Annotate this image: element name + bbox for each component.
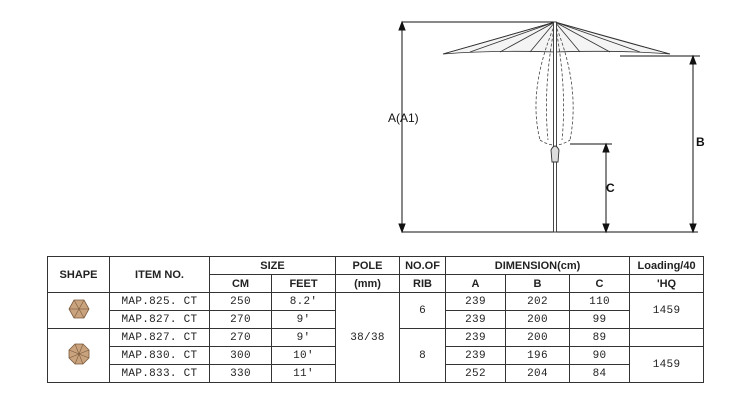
header-dim-a: A	[445, 274, 507, 293]
size-cm: 330	[209, 364, 272, 383]
item-no: MAP.827. CT	[109, 328, 210, 347]
table-row: MAP.825. CT 250 8.2' 38/38 6 239 202 110…	[47, 292, 705, 383]
dimension-c-label: C	[606, 181, 615, 195]
header-size-feet: FEET	[270, 274, 337, 293]
table-row: MAP.830. CT 300 10' 239 196 90 1459	[48, 346, 705, 383]
header-rib: RIB	[399, 274, 447, 293]
item-no: MAP.833. CT	[109, 364, 210, 383]
size-feet: 9'	[270, 328, 337, 347]
dim-b: 200	[505, 310, 571, 329]
header-dim-b: B	[505, 274, 571, 293]
table-row: MAP.833. CT 330 11' 252 204 84	[48, 364, 704, 383]
umbrella-pole	[550, 21, 560, 233]
header-size-cm: CM	[209, 274, 272, 293]
header-shape: SHAPE	[47, 256, 110, 293]
table-header-row: SHAPE ITEM NO. SIZE POLE NO.OF DIMENSION…	[47, 256, 705, 293]
dimension-c-line	[570, 142, 612, 234]
item-no: MAP.830. CT	[109, 346, 210, 365]
dim-b: 200	[505, 328, 571, 347]
dim-a: 239	[445, 346, 507, 365]
ribs-group-2: 8	[399, 328, 447, 383]
header-dimension: DIMENSION(cm)	[445, 256, 631, 275]
shape-hexagon-cell	[47, 292, 110, 329]
item-no: MAP.825. CT	[109, 292, 210, 311]
shape-octagon-cell	[47, 328, 110, 383]
size-cm: 270	[209, 328, 272, 347]
header-item-no: ITEM NO.	[109, 256, 210, 293]
dim-b: 196	[505, 346, 571, 365]
loading-group-2: 1459	[629, 346, 705, 383]
dim-a: 239	[445, 328, 507, 347]
dimension-a-label: A(A1)	[388, 111, 419, 125]
dimension-a-line	[398, 20, 698, 234]
hexagon-umbrella-icon	[68, 299, 89, 318]
octagon-umbrella-icon	[68, 343, 89, 364]
umbrella-dimension-diagram: A(A1) B C	[388, 20, 705, 234]
dim-c: 99	[569, 310, 631, 329]
size-feet: 8.2'	[270, 292, 337, 311]
table-row: MAP.827. CT 270 9' 239 200 99	[48, 310, 704, 329]
header-pole-unit: (mm)	[335, 274, 401, 293]
size-cm: 270	[209, 310, 272, 329]
size-cm: 300	[209, 346, 272, 365]
dimension-b-label: B	[696, 135, 705, 149]
dim-a: 239	[445, 292, 507, 311]
size-feet: 11'	[270, 364, 337, 383]
header-no-of: NO.OF	[399, 256, 447, 275]
specification-table: SHAPE ITEM NO. SIZE POLE NO.OF DIMENSION…	[47, 256, 705, 383]
dimension-b-line	[620, 54, 700, 234]
ribs-group-1: 6	[399, 292, 447, 329]
header-pole: POLE	[335, 256, 401, 275]
header-loading-unit: 'HQ	[629, 274, 705, 293]
dim-b: 204	[505, 364, 571, 383]
header-size: SIZE	[208, 256, 337, 275]
dim-c: 110	[569, 292, 631, 311]
dim-a: 239	[445, 310, 507, 329]
size-feet: 9'	[270, 310, 337, 329]
size-cm: 250	[209, 292, 272, 311]
size-feet: 10'	[270, 346, 337, 365]
header-loading: Loading/40	[629, 256, 705, 275]
dim-a: 252	[445, 364, 507, 383]
pole-value: 38/38	[335, 292, 401, 383]
dim-b: 202	[505, 292, 571, 311]
header-dim-c: C	[569, 274, 631, 293]
dim-c: 84	[569, 364, 631, 383]
item-no: MAP.827. CT	[109, 310, 210, 329]
loading-group-1: 1459	[629, 292, 705, 329]
dim-c: 89	[569, 328, 631, 347]
loading-empty	[629, 328, 705, 347]
dim-c: 90	[569, 346, 631, 365]
